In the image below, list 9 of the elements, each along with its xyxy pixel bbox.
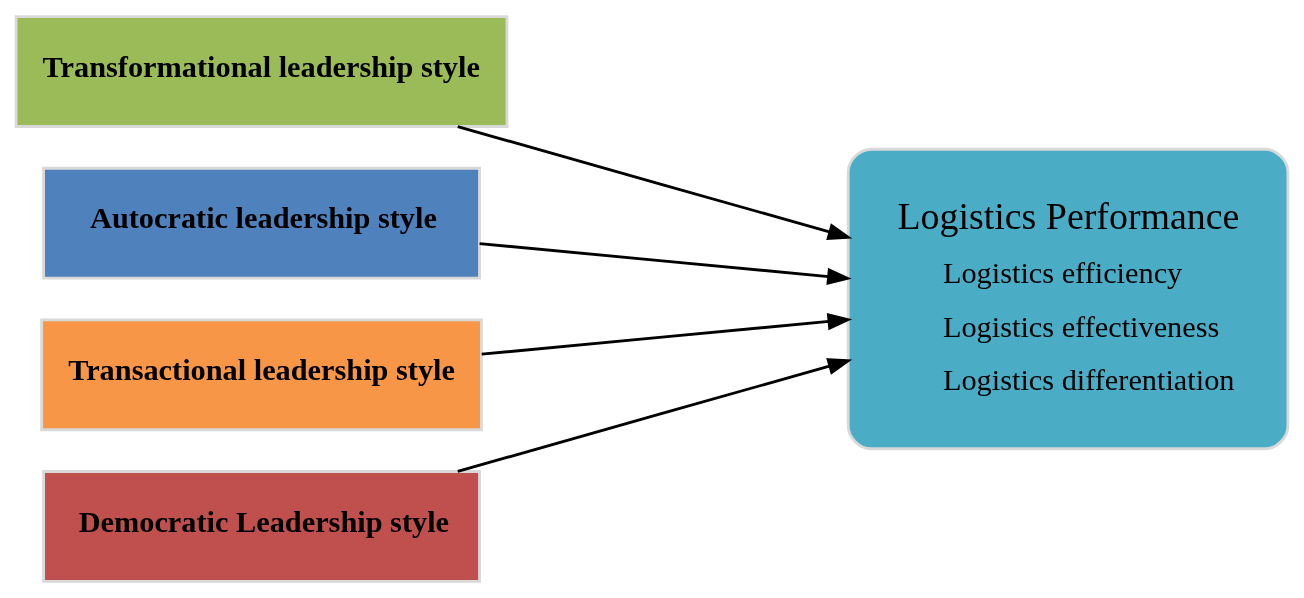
arrow: [481, 312, 853, 356]
arrow: [479, 242, 852, 286]
node-box: Democratic Leadership style: [42, 470, 481, 583]
node-box: Transformational leadership style: [14, 15, 509, 128]
node-box: Logistics Performance Logistics efficiency Logistics effectiveness Logistics differentiation: [846, 147, 1290, 451]
arrow: [457, 358, 853, 473]
node-box: Autocratic leadership style: [42, 166, 481, 280]
arrow: [457, 125, 853, 240]
node-box: Transactional leadership style: [40, 318, 483, 432]
